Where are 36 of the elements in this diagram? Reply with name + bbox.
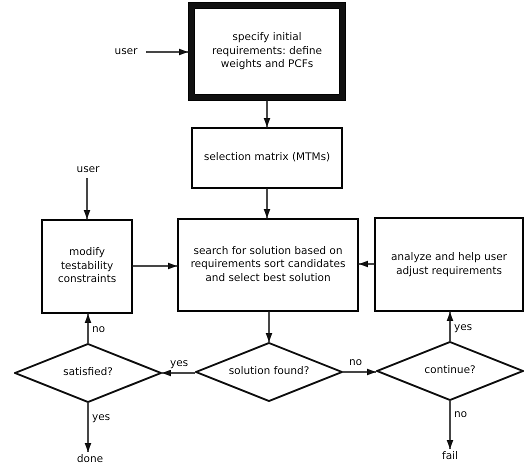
- arrow: [264, 101, 270, 127]
- actor-label: fail: [430, 449, 470, 465]
- decision-diamond: [14, 343, 162, 403]
- arrow: [84, 314, 92, 343]
- process-box: [374, 217, 524, 312]
- actor-label: done: [68, 452, 112, 468]
- process-box: [191, 127, 343, 189]
- node-text: satisfied?: [63, 366, 113, 380]
- node-text: specify initial requirements: define weights and PCFs: [211, 31, 323, 72]
- node-text: modify testability constraints: [56, 246, 118, 287]
- node-text: solution found?: [228, 365, 310, 379]
- node-text: analyze and help user adjust requirements: [390, 250, 508, 278]
- arrow: [133, 262, 177, 270]
- process-box: [177, 218, 359, 312]
- arrow: [343, 368, 376, 376]
- process-box: [41, 219, 133, 314]
- process-box: [188, 2, 346, 101]
- arrow: [84, 178, 90, 219]
- arrow: [146, 48, 188, 56]
- edge-label: yes: [91, 412, 112, 424]
- actor-label: user: [68, 162, 108, 178]
- arrow: [359, 260, 374, 268]
- arrow: [446, 401, 454, 449]
- node-text: continue?: [424, 364, 476, 378]
- actor-label: user: [106, 44, 146, 60]
- arrow: [84, 403, 92, 452]
- arrow: [266, 312, 272, 342]
- node-text: selection matrix (MTMs): [204, 151, 330, 165]
- edge-label: yes: [169, 358, 190, 370]
- arrow: [264, 189, 270, 218]
- node-text: search for solution based on requirements sort candidates and select best solution: [190, 244, 346, 286]
- decision-diamond: [376, 341, 524, 401]
- decision-diamond: [195, 342, 343, 402]
- edge-label: yes: [453, 322, 474, 334]
- arrow: [162, 370, 195, 376]
- arrow: [446, 312, 454, 341]
